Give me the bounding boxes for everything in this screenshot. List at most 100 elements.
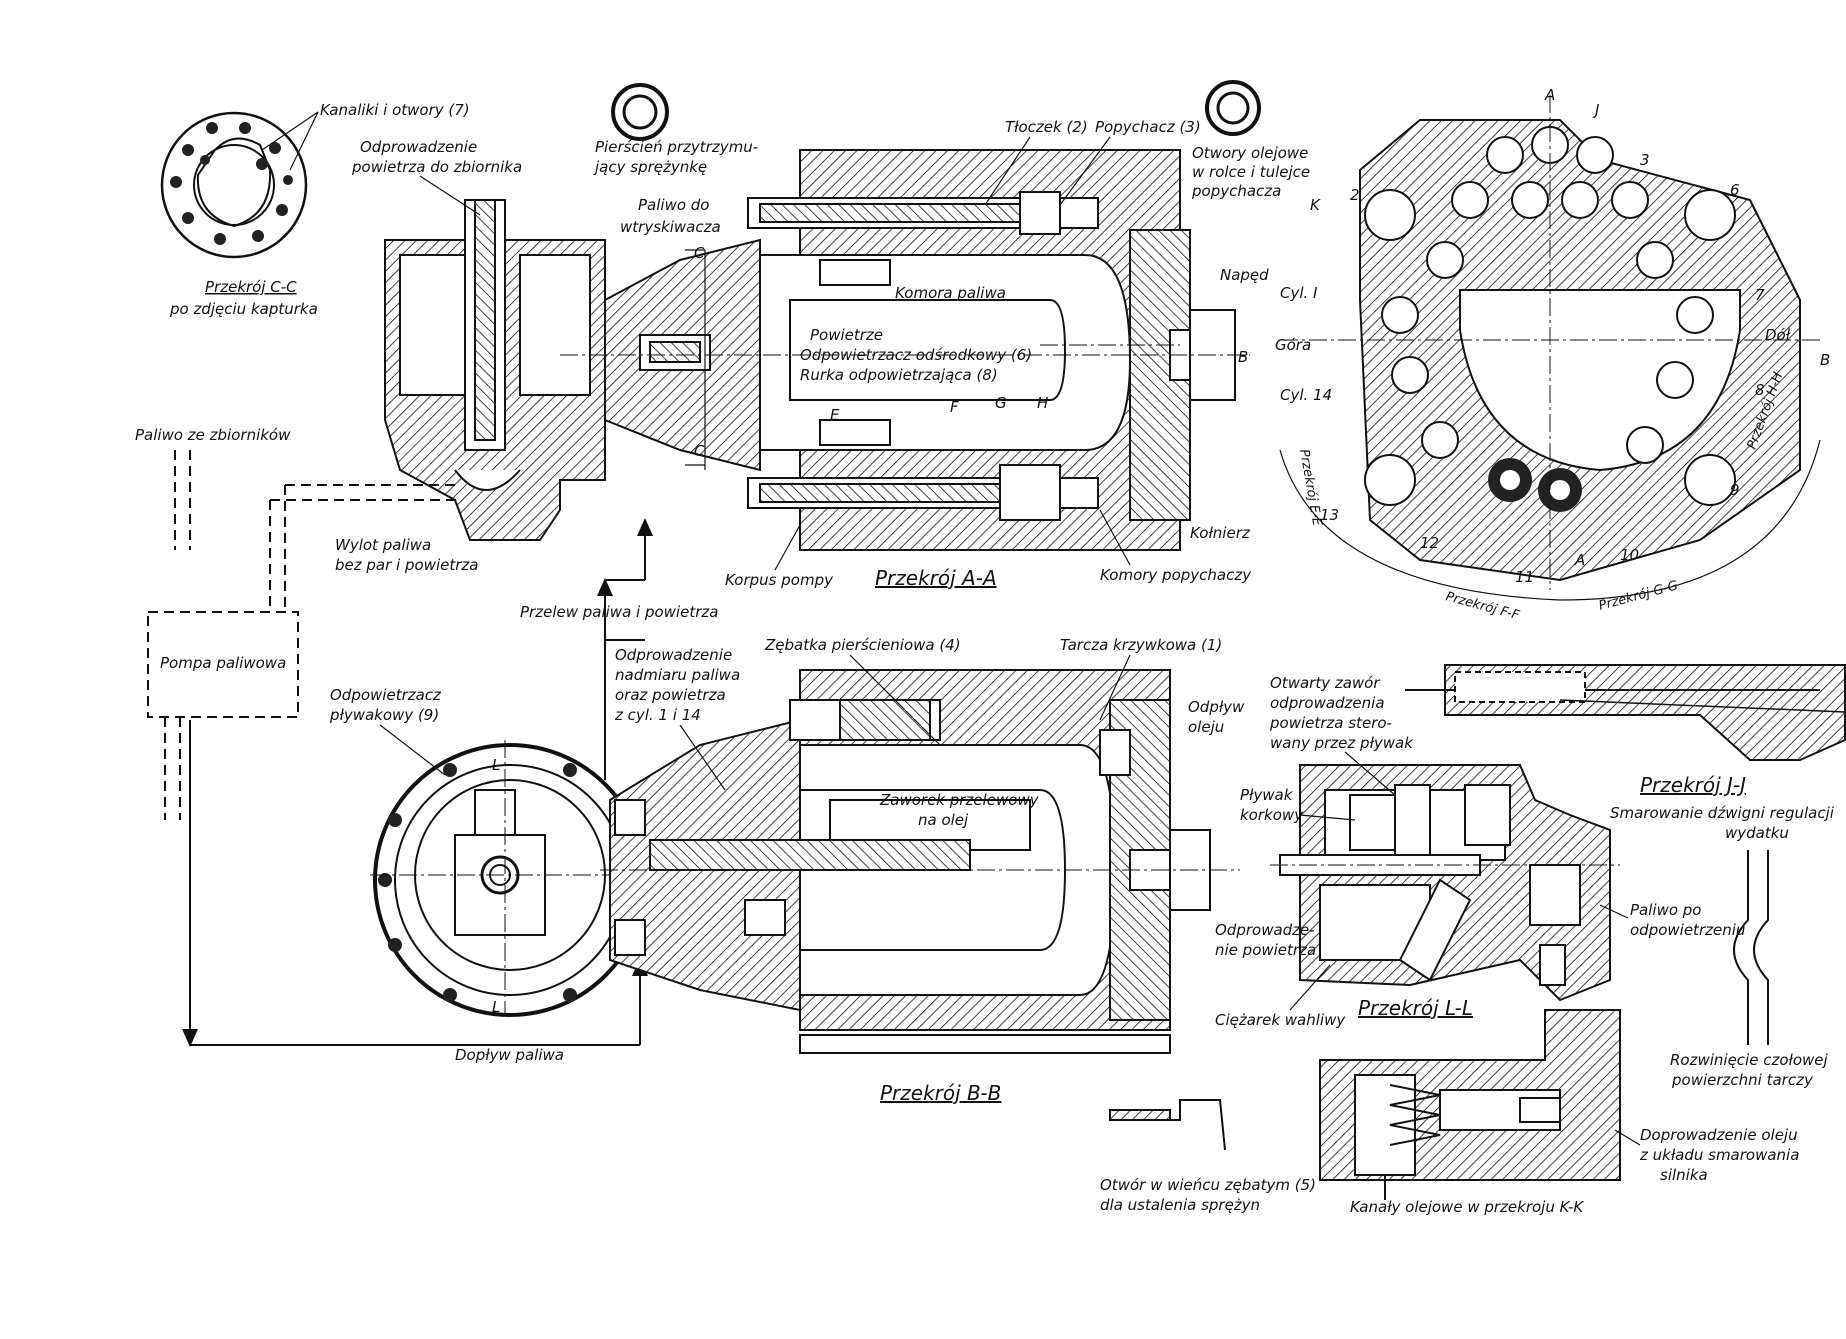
- label-pierscien-1: Pierścień przytrzymu-: [595, 138, 758, 156]
- label-pompa-paliwowa: Pompa paliwowa: [160, 654, 286, 672]
- label-dol: Dół: [1765, 326, 1791, 344]
- label-ciezarek: Ciężarek wahliwy: [1215, 1011, 1346, 1029]
- number-3: 3: [1640, 151, 1650, 169]
- section-aa: [384, 149, 1250, 551]
- section-ll: [1270, 764, 1620, 1002]
- label-kolnierz: Kołnierz: [1190, 524, 1251, 542]
- letter-g: G: [995, 394, 1007, 412]
- label-plywak-2: korkowy: [1240, 806, 1304, 824]
- label-przekroj-gg: Przekrój G-G: [1597, 578, 1680, 614]
- label-rurka: Rurka odpowietrzająca (8): [800, 366, 998, 384]
- label-zebatka: Zębatka pierścieniowa (4): [764, 636, 961, 654]
- label-wylot-2: bez par i powietrza: [335, 556, 478, 574]
- number-7: 7: [1755, 286, 1765, 304]
- section-bb: [600, 669, 1240, 1054]
- label-smarowanie-2: wydatku: [1725, 824, 1789, 842]
- label-odprowadzenie-pow-1: Odprowadze-: [1215, 921, 1315, 939]
- label-komory-popychaczy: Komory popychaczy: [1100, 566, 1252, 584]
- label-pierscien-2: jący sprężynkę: [593, 158, 707, 176]
- label-wylot-1: Wylot paliwa: [335, 536, 431, 554]
- letter-b-right: B: [1820, 351, 1830, 369]
- letter-k: K: [1310, 196, 1321, 214]
- number-11: 11: [1515, 568, 1534, 586]
- label-doprowadzenie-1: Doprowadzenie oleju: [1640, 1126, 1798, 1144]
- letter-h: H: [1037, 394, 1048, 412]
- letter-l-top: L: [492, 756, 500, 774]
- label-korpus: Korpus pompy: [725, 571, 834, 589]
- label-paliwo-do-1: Paliwo do: [638, 196, 709, 214]
- label-doplyw: Dopływ paliwa: [455, 1046, 564, 1064]
- title-przekroj-ll: Przekrój L-L: [1358, 996, 1473, 1020]
- letter-b: B: [1238, 348, 1248, 366]
- label-odpowietrzacz-plyw-2: pływakowy (9): [329, 706, 439, 724]
- label-paliwo-po-2: odpowietrzeniu: [1630, 921, 1745, 939]
- label-odpr-nadmiaru-1: Odprowadzenie: [615, 646, 732, 664]
- label-doprowadzenie-2: z układu smarowania: [1639, 1146, 1799, 1164]
- number-9: 9: [1730, 481, 1740, 499]
- number-10: 10: [1620, 546, 1639, 564]
- label-otwor-1: Otwór w wieńcu zębatym (5): [1100, 1176, 1316, 1194]
- label-odprowadzenie-2: powietrza do zbiornika: [351, 158, 522, 176]
- label-przekroj-ee: Przekrój E-E: [1296, 448, 1324, 528]
- label-naped: Napęd: [1220, 266, 1269, 284]
- letter-c-top: C: [694, 244, 705, 262]
- number-8: 8: [1755, 381, 1765, 399]
- label-przekroj-cc: Przekrój C-C: [205, 278, 297, 296]
- title-przekroj-jj: Przekrój J-J: [1640, 773, 1746, 797]
- retaining-ring-right: [1205, 80, 1261, 136]
- section-kk: [1109, 1009, 1621, 1200]
- label-cyl1: Cyl. I: [1280, 284, 1318, 302]
- label-plywak-1: Pływak: [1240, 786, 1294, 804]
- label-po-zdjeciu: po zdjęciu kapturka: [169, 300, 318, 318]
- label-odpr-nadmiaru-4: z cyl. 1 i 14: [614, 706, 701, 724]
- number-2: 2: [1350, 186, 1360, 204]
- label-kanaly: Kanały olejowe w przekroju K-K: [1350, 1198, 1584, 1216]
- label-otwor-2: dla ustalenia sprężyn: [1100, 1196, 1260, 1214]
- letter-j: J: [1592, 101, 1599, 119]
- section-bb-float-housing: [370, 740, 650, 1017]
- label-przelew: Przelew paliwa i powietrza: [520, 603, 718, 621]
- label-odprowadzenie-pow-2: nie powietrza: [1215, 941, 1316, 959]
- label-paliwo-ze-zbiornikow: Paliwo ze zbiorników: [135, 426, 291, 444]
- title-przekroj-aa: Przekrój A-A: [875, 566, 997, 590]
- section-cc-disk: [160, 111, 308, 259]
- letter-c-bottom: C: [694, 442, 705, 460]
- letter-a-bottom: A: [1574, 551, 1585, 569]
- fuel-flow-schematic: [147, 450, 653, 1047]
- label-popychacz: Popychacz (3): [1095, 118, 1201, 136]
- developed-face-strip: [1733, 850, 1769, 1045]
- letter-f: F: [950, 398, 959, 416]
- label-tloczek: Tłoczek (2): [1005, 118, 1088, 136]
- label-smarowanie-1: Smarowanie dźwigni regulacji: [1610, 804, 1835, 822]
- label-otwory-1: Otwory olejowe: [1192, 144, 1308, 162]
- label-paliwo-do-2: wtryskiwacza: [620, 218, 721, 236]
- label-odpowietrzacz-odsr: Odpowietrzacz odśrodkowy (6): [800, 346, 1032, 364]
- label-powietrze: Powietrze: [810, 326, 883, 344]
- label-rozwiniecie-1: Rozwinięcie czołowej: [1670, 1051, 1829, 1069]
- label-otwarty-4: wany przez pływak: [1270, 734, 1414, 752]
- label-odplyw-1: Odpływ: [1188, 698, 1245, 716]
- label-doprowadzenie-3: silnika: [1660, 1166, 1708, 1184]
- number-12: 12: [1420, 534, 1439, 552]
- letter-a-top: A: [1544, 86, 1555, 104]
- label-zaworek-2: na olej: [918, 811, 969, 829]
- label-otwarty-1: Otwarty zawór: [1270, 674, 1380, 692]
- label-otwarty-2: odprowadzenia: [1270, 694, 1385, 712]
- number-13: 13: [1320, 506, 1339, 524]
- end-view-cylinders: [1279, 95, 1821, 601]
- retaining-ring-left: [611, 83, 669, 141]
- number-6: 6: [1730, 181, 1740, 199]
- label-otwory-3: popychacza: [1191, 182, 1281, 200]
- label-gora: Góra: [1275, 336, 1311, 354]
- label-odpr-nadmiaru-3: oraz powietrza: [615, 686, 726, 704]
- label-kanaliki: Kanaliki i otwory (7): [320, 101, 470, 119]
- label-odprowadzenie-1: Odprowadzenie: [360, 138, 477, 156]
- label-komora-paliwa: Komora paliwa: [895, 284, 1006, 302]
- label-odpr-nadmiaru-2: nadmiaru paliwa: [615, 666, 740, 684]
- label-otwory-2: w rolce i tulejce: [1192, 163, 1310, 181]
- label-odpowietrzacz-plyw-1: Odpowietrzacz: [330, 686, 442, 704]
- label-paliwo-po-1: Paliwo po: [1630, 901, 1701, 919]
- label-otwarty-3: powietrza stero-: [1269, 714, 1392, 732]
- label-przekroj-ff: Przekrój F-F: [1444, 589, 1521, 623]
